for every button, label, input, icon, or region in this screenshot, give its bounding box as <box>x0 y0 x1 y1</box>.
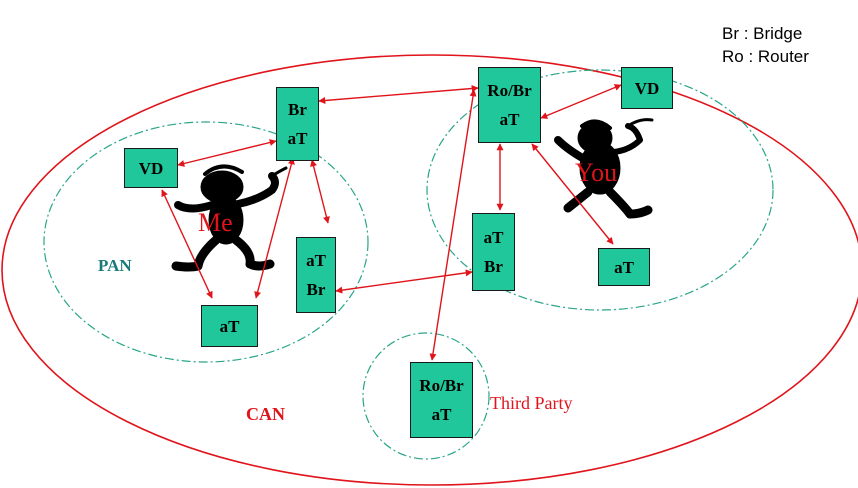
node-at-br-right-top: aT <box>483 228 504 247</box>
link-robr-thirdparty <box>429 89 477 361</box>
pan-right-boundary <box>426 69 774 311</box>
link-vdleft-bratleft <box>177 139 277 167</box>
node-br-at-left-bottom: aT <box>287 129 308 148</box>
legend-router: Ro : Router <box>722 47 809 66</box>
node-at-br-left-bottom: Br <box>306 280 326 299</box>
legend-bridge: Br : Bridge <box>722 24 803 43</box>
node-at-left-bottom-label: aT <box>219 316 240 336</box>
node-at-br-right: aT Br <box>472 213 515 291</box>
link-robr-atright <box>531 143 614 245</box>
node-at-right: aT <box>598 248 650 286</box>
node-robr-right-bottom: aT <box>499 110 520 129</box>
node-robr-right: Ro/Br aT <box>478 67 541 143</box>
node-at-br-left-top: aT <box>306 251 326 270</box>
node-at-br-left: aT Br <box>296 237 336 313</box>
node-at-br-right-bottom: Br <box>484 257 503 276</box>
node-robr-third-bottom: aT <box>431 405 452 424</box>
node-vd-left: VD <box>124 148 178 188</box>
node-robr-third-party: Ro/Br aT <box>410 362 473 438</box>
link-bratleft-robr <box>318 85 479 104</box>
pan-label: PAN <box>98 256 132 275</box>
link-atbrleft-atbrright <box>335 269 473 294</box>
link-robr-vdright <box>540 84 622 119</box>
node-robr-third-top: Ro/Br <box>419 376 464 395</box>
third-party-boundary <box>362 332 490 460</box>
can-boundary <box>1 54 858 486</box>
third-party-label: Third Party <box>490 393 573 413</box>
can-label: CAN <box>246 404 285 424</box>
node-vd-right-label: VD <box>634 78 660 98</box>
node-br-at-left: Br aT <box>276 87 319 161</box>
node-vd-right: VD <box>621 67 673 109</box>
node-vd-left-label: VD <box>138 158 164 178</box>
link-bratleft-atbottom <box>254 157 295 299</box>
me-label: Me <box>198 208 233 237</box>
node-robr-right-top: Ro/Br <box>487 81 532 100</box>
node-at-right-label: aT <box>614 257 634 277</box>
pan-left-boundary <box>43 121 369 363</box>
link-vdleft-atbottom <box>161 189 213 299</box>
link-bratleft-atbrleft <box>310 159 330 224</box>
you-label: You <box>575 158 618 187</box>
node-br-at-left-top: Br <box>288 100 307 119</box>
node-at-left-bottom: aT <box>201 305 258 347</box>
